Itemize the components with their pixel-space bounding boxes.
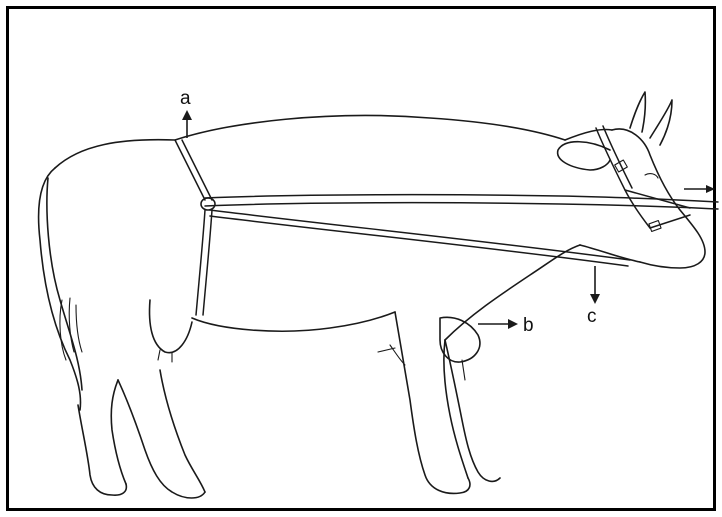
label-c: c xyxy=(587,306,597,327)
label-a: a xyxy=(180,88,191,109)
pointer-arrows xyxy=(182,110,715,329)
label-b: b xyxy=(523,315,534,336)
cow-drawing xyxy=(39,92,705,498)
harness-ropes xyxy=(175,140,718,315)
